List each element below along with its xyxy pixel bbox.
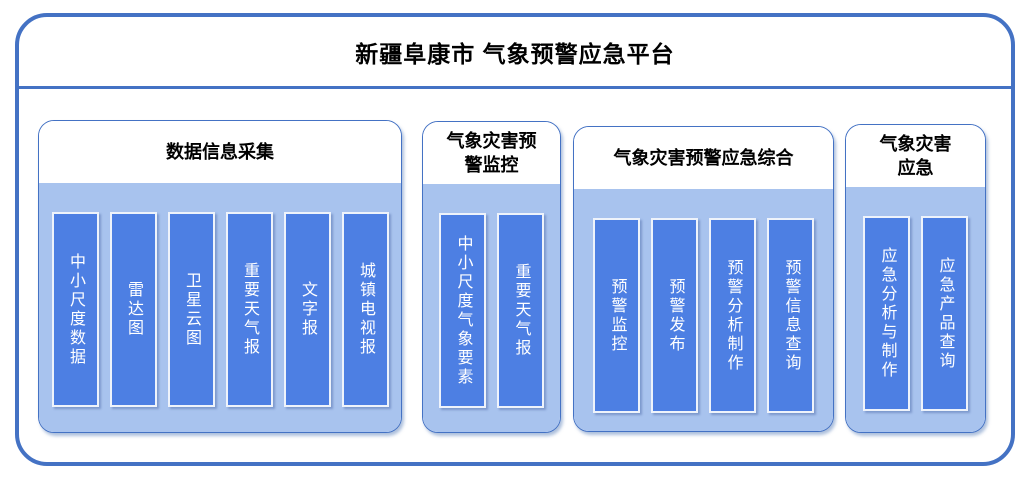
bar-mesoscale-data: 中小尺度数据: [51, 212, 99, 407]
bar-warning-analysis-production: 预警分析制作: [709, 218, 756, 413]
bar-mesoscale-weather-elements: 中小尺度气象要素: [439, 213, 486, 408]
group-body: 中小尺度数据 雷达图 卫星云图 重要天气报 文字报 城镇电视报: [39, 183, 401, 432]
platform-title: 新疆阜康市 气象预警应急平台: [355, 40, 675, 67]
group-body: 预警监控 预警发布 预警分析制作 预警信息查询: [574, 189, 833, 431]
group-warning-comprehensive: 气象灾害预警应急综合 预警监控 预警发布 预警分析制作 预警信息查询: [573, 126, 834, 432]
bar-response-analysis-production: 应急分析与制作: [863, 216, 910, 411]
group-header: 气象灾害 应急: [846, 125, 985, 187]
bar-important-weather-report: 重要天气报: [225, 212, 273, 407]
bar-label: 重要天气报: [241, 262, 258, 357]
bar-label: 城镇电视报: [357, 262, 374, 357]
bar-response-product-query: 应急产品查询: [921, 216, 968, 411]
bar-warning-info-query: 预警信息查询: [767, 218, 814, 413]
group-body: 应急分析与制作 应急产品查询: [846, 187, 985, 432]
group-header: 数据信息采集: [39, 121, 401, 183]
bar-important-weather-report: 重要天气报: [497, 213, 544, 408]
bar-label: 应急分析与制作: [878, 247, 896, 380]
bar-label: 应急产品查询: [936, 256, 954, 371]
bar-label: 预警监控: [608, 277, 626, 354]
bar-warning-release: 预警发布: [651, 218, 698, 413]
bar-label: 中小尺度气象要素: [454, 234, 472, 387]
group-disaster-response: 气象灾害 应急 应急分析与制作 应急产品查询: [845, 124, 986, 433]
bar-label: 预警分析制作: [724, 258, 742, 373]
group-data-collection: 数据信息采集 中小尺度数据 雷达图 卫星云图 重要天气报 文字报 城镇电视报: [38, 120, 402, 433]
bar-label: 中小尺度数据: [67, 252, 84, 367]
group-body: 中小尺度气象要素 重要天气报: [423, 184, 560, 432]
bar-label: 文字报: [299, 281, 316, 338]
bar-warning-monitoring: 预警监控: [593, 218, 640, 413]
group-header: 气象灾害预警应急综合: [574, 127, 833, 189]
bar-label: 重要天气报: [512, 263, 530, 358]
bar-label: 卫星云图: [183, 271, 200, 348]
bar-radar-image: 雷达图: [109, 212, 157, 407]
bar-text-report: 文字报: [283, 212, 331, 407]
bar-satellite-cloud-image: 卫星云图: [167, 212, 215, 407]
title-section: 新疆阜康市 气象预警应急平台: [19, 17, 1011, 89]
group-header: 气象灾害预 警监控: [423, 122, 560, 184]
group-warning-monitoring: 气象灾害预 警监控 中小尺度气象要素 重要天气报: [422, 121, 561, 433]
bar-town-tv-report: 城镇电视报: [341, 212, 389, 407]
bar-label: 预警发布: [666, 277, 684, 354]
bar-label: 预警信息查询: [782, 258, 800, 373]
bar-label: 雷达图: [125, 281, 142, 338]
